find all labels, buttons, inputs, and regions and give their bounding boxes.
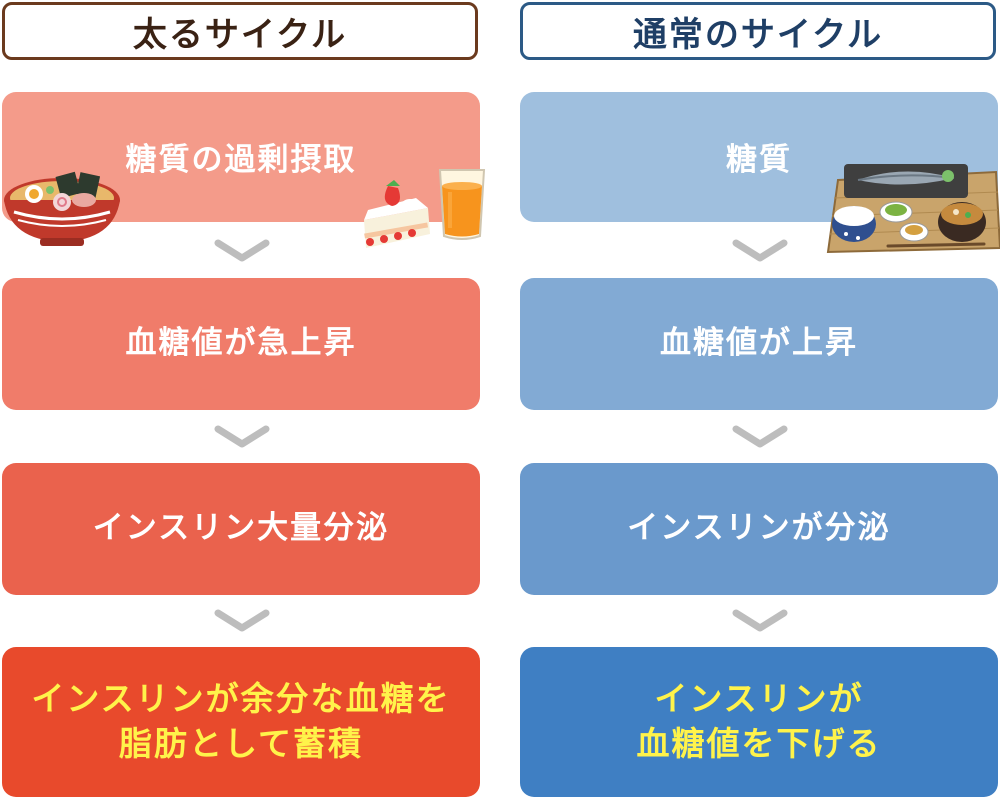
normal-step-3: インスリンが分泌 xyxy=(520,463,998,595)
normal-result: インスリンが 血糖値を下げる xyxy=(520,647,998,797)
normal-result-line-2: 血糖値を下げる xyxy=(636,724,882,763)
normal-step-1-label: 糖質 xyxy=(726,142,792,178)
chevron-down-icon xyxy=(214,425,270,448)
fattening-step-3-label: インスリン大量分泌 xyxy=(92,510,390,547)
fattening-result-line-2: 脂肪として蓄積 xyxy=(118,724,363,763)
normal-step-2: 血糖値が上昇 xyxy=(520,278,998,410)
fattening-result: インスリンが余分な血糖を 脂肪として蓄積 xyxy=(2,647,480,797)
fattening-step-2-label: 血糖値が急上昇 xyxy=(125,325,357,362)
chevron-down-icon xyxy=(214,609,270,632)
fattening-step-3: インスリン大量分泌 xyxy=(2,463,480,595)
fattening-step-1-label: 糖質の過剰摂取 xyxy=(125,142,357,178)
japanese-set-meal-tray-icon xyxy=(826,164,1000,254)
normal-step-2-label: 血糖値が上昇 xyxy=(660,325,858,362)
normal-result-line-1: インスリンが xyxy=(654,679,864,719)
fattening-result-line-1: インスリンが余分な血糖を xyxy=(31,679,451,719)
orange-juice-glass-icon xyxy=(438,169,486,240)
normal-cycle-column: 通常のサイクル 糖質 血糖値が上昇 インスリンが分泌 インスリンが 血糖値を下げ… xyxy=(520,0,1000,803)
fattening-step-2: 血糖値が急上昇 xyxy=(2,278,480,410)
chevron-down-icon xyxy=(732,425,788,448)
normal-cycle-title: 通常のサイクル xyxy=(520,2,996,60)
strawberry-shortcake-icon xyxy=(364,180,430,248)
ramen-bowl-icon xyxy=(4,171,120,246)
chevron-down-icon xyxy=(732,239,788,262)
fattening-cycle-column: 太るサイクル 糖質の過剰摂取 血糖値が急上昇 インスリン大量分泌 インスリンが余… xyxy=(2,0,486,803)
normal-step-3-label: インスリンが分泌 xyxy=(627,510,891,547)
fattening-cycle-title: 太るサイクル xyxy=(2,2,478,60)
chevron-down-icon xyxy=(214,239,270,262)
chevron-down-icon xyxy=(732,609,788,632)
